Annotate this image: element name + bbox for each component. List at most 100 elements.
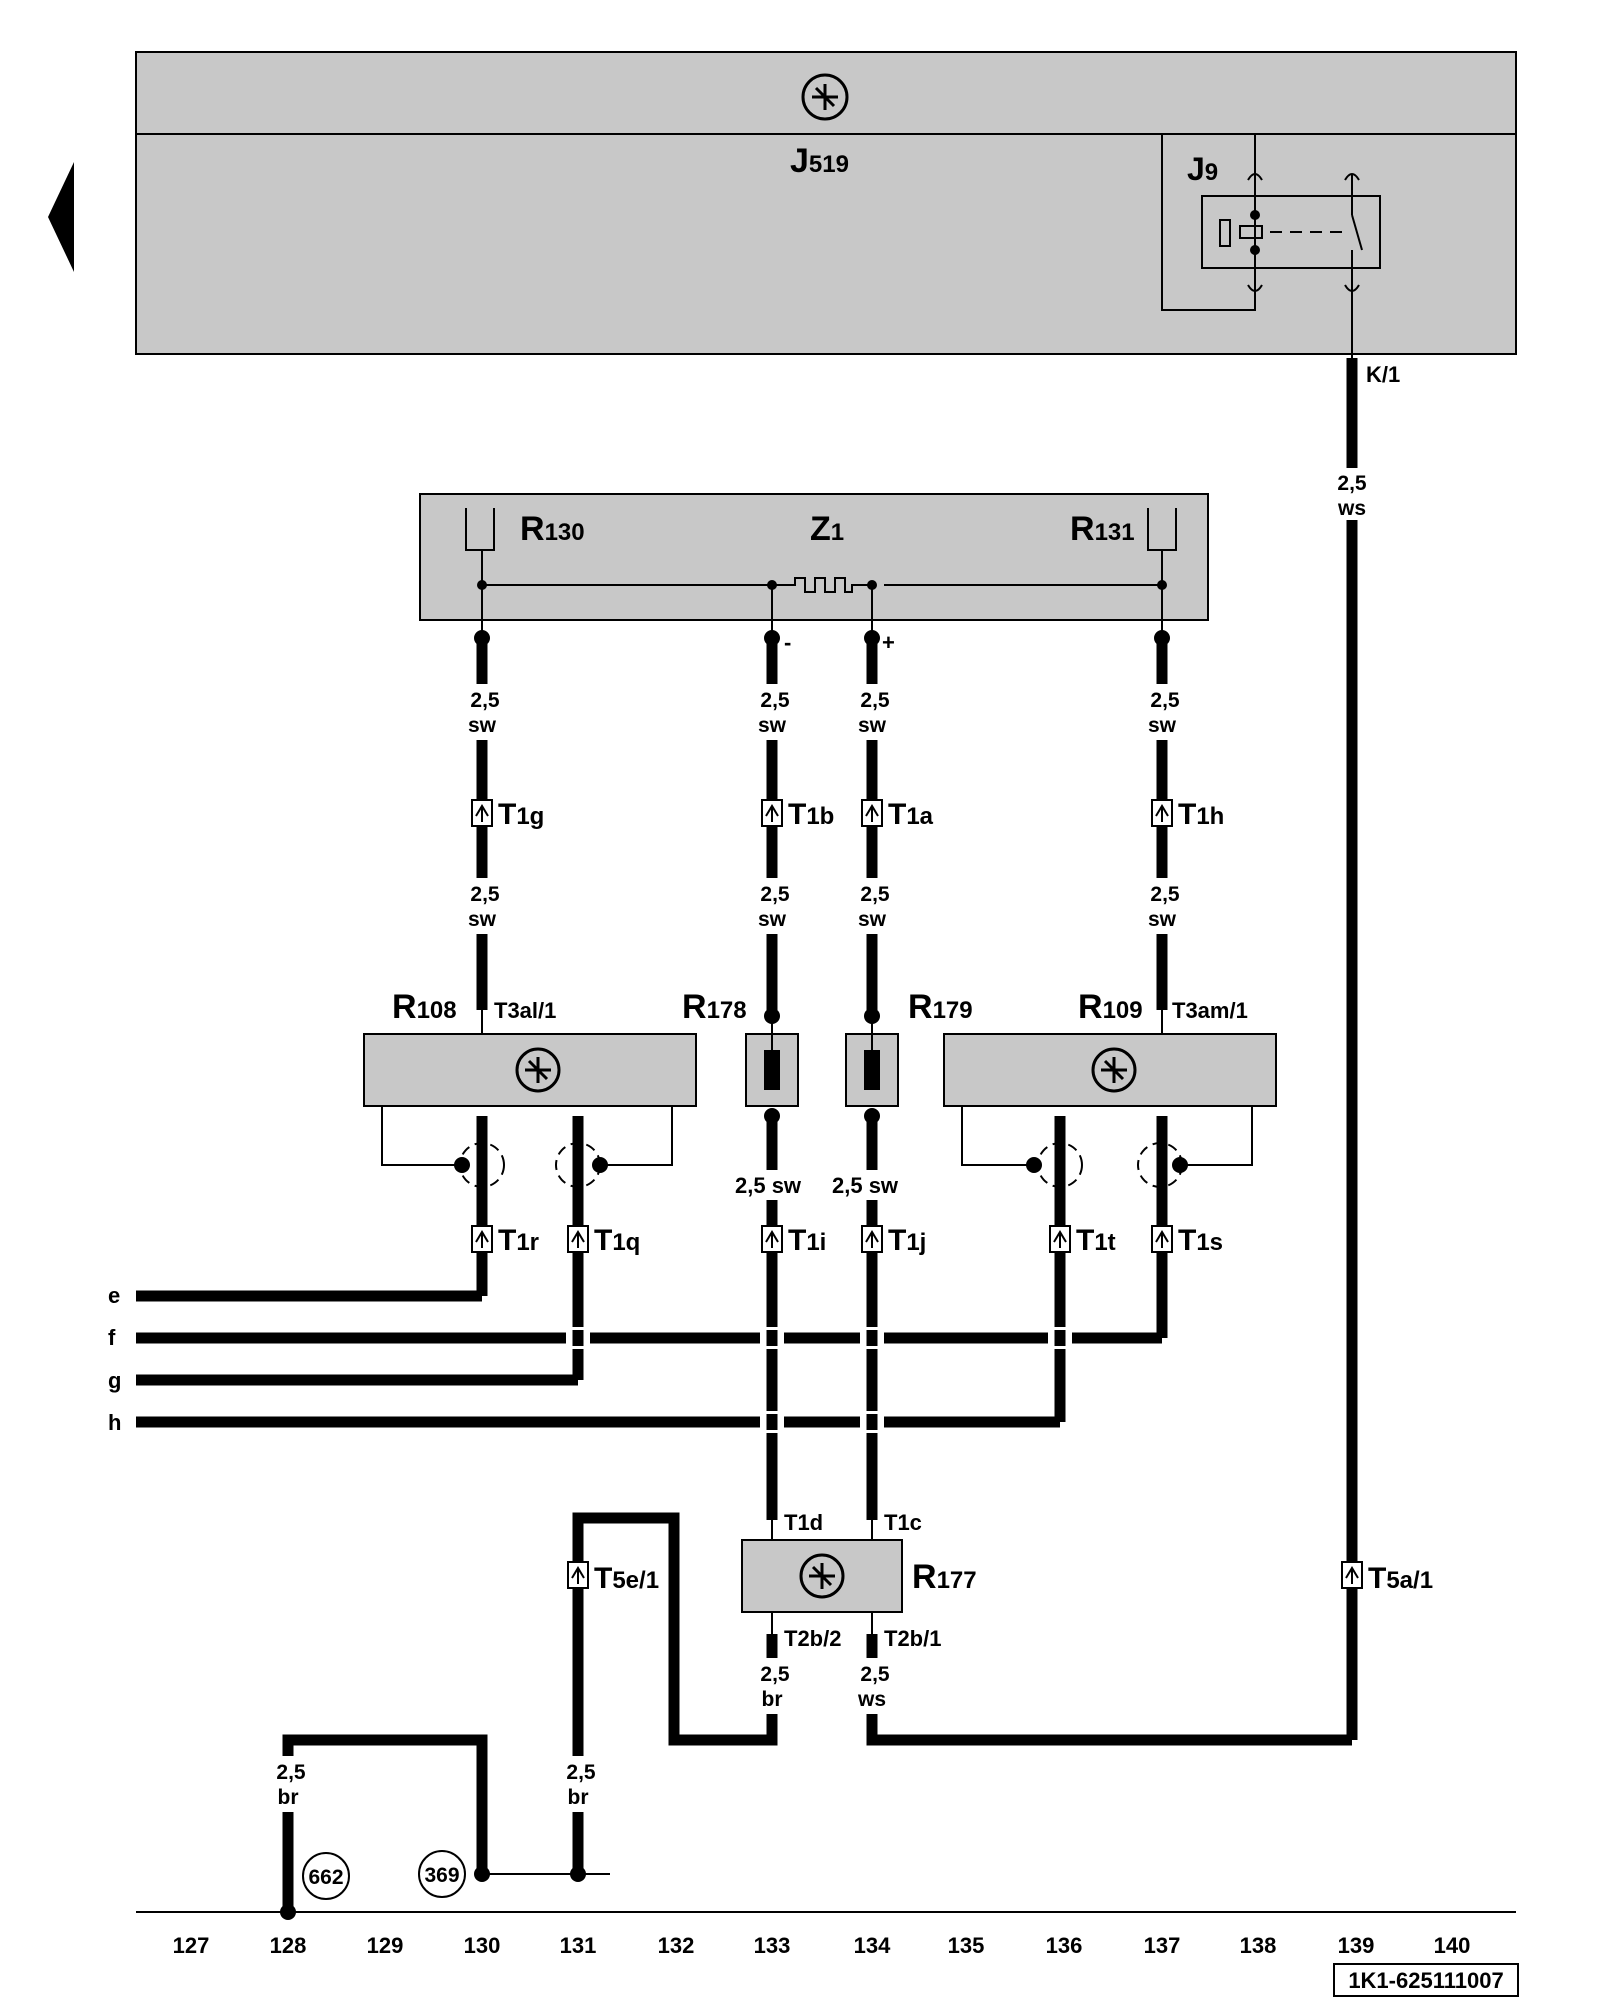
- svg-text:T1s: T1s: [1178, 1224, 1223, 1257]
- label-j519-letter: J: [790, 142, 809, 180]
- pin-minus: -: [784, 630, 791, 655]
- label-j9-num: 9: [1205, 159, 1218, 186]
- svg-text:133: 133: [754, 1933, 791, 1958]
- bus-lines: e f g h: [108, 1283, 1162, 1435]
- svg-text:R177: R177: [912, 1558, 977, 1596]
- svg-text:J519: J519: [790, 142, 849, 180]
- svg-text:Z1: Z1: [810, 510, 844, 548]
- wire-group-lower: [476, 1108, 1168, 1520]
- svg-text:T1j: T1j: [888, 1224, 926, 1257]
- label-r131-num: 131: [1095, 519, 1135, 546]
- svg-text:T5a/1: T5a/1: [1368, 1562, 1433, 1595]
- back-arrow-icon[interactable]: [48, 162, 74, 272]
- connector-t1h-icon: [1151, 799, 1173, 827]
- connector-t1b-icon: [761, 799, 783, 827]
- svg-text:127: 127: [173, 1933, 210, 1958]
- svg-text:sw: sw: [1148, 714, 1177, 737]
- svg-text:2,5: 2,5: [860, 883, 890, 906]
- svg-text:137: 137: [1144, 1933, 1181, 1958]
- sensor-r109: R109 T3am/1: [943, 988, 1277, 1107]
- track-numbers: 127 128 129 130 131 132 133 134 135 136 …: [173, 1933, 1471, 1958]
- svg-text:sw: sw: [858, 714, 887, 737]
- svg-text:br: br: [278, 1786, 299, 1809]
- label-j519-num: 519: [809, 151, 849, 178]
- svg-text:T1a: T1a: [888, 798, 934, 831]
- sensor-r108: R108 T3al/1: [363, 988, 697, 1107]
- svg-text:2,5: 2,5: [470, 883, 500, 906]
- wire-label-r178: 2,5 sw: [735, 1173, 802, 1198]
- doc-code-box: 1K1-625111007: [1333, 1963, 1519, 1997]
- label-z1-num: 1: [831, 519, 844, 546]
- svg-text:2,5: 2,5: [470, 689, 500, 712]
- svg-text:2,5: 2,5: [760, 689, 790, 712]
- svg-text:T1r: T1r: [498, 1224, 539, 1257]
- svg-text:T1i: T1i: [788, 1224, 826, 1257]
- connectors-row1: T1g T1b T1a T1h: [471, 798, 1224, 831]
- svg-text:140: 140: [1434, 1933, 1471, 1958]
- svg-text:sw: sw: [758, 714, 787, 737]
- shield-leads: [381, 1106, 1253, 1188]
- bus-label-h: h: [108, 1410, 121, 1435]
- svg-text:R131: R131: [1070, 510, 1135, 548]
- label-z1-letter: Z: [810, 510, 831, 548]
- svg-text:T1t: T1t: [1076, 1224, 1116, 1257]
- svg-text:J9: J9: [1187, 151, 1218, 187]
- connectors-row3: T5e/1 T5a/1: [567, 1561, 1433, 1595]
- connector-t1a-icon: [861, 799, 883, 827]
- sensor-r177: R177 T1d T1c T2b/2 T2b/1: [741, 1510, 977, 1651]
- svg-text:2,5: 2,5: [760, 1663, 790, 1686]
- svg-text:T5e/1: T5e/1: [594, 1562, 659, 1595]
- svg-text:2,5: 2,5: [760, 883, 790, 906]
- svg-text:R179: R179: [908, 988, 973, 1026]
- svg-text:ws: ws: [857, 1688, 886, 1711]
- svg-text:2,5: 2,5: [1150, 689, 1180, 712]
- wire-color-ws: ws: [1337, 497, 1366, 520]
- pin-k1: K/1: [1366, 362, 1400, 387]
- label-r130-letter: R: [520, 510, 545, 548]
- svg-text:132: 132: [658, 1933, 695, 1958]
- label-r130-num: 130: [545, 519, 585, 546]
- label-j9-letter: J: [1187, 151, 1205, 187]
- relay-j9: J9: [1161, 134, 1381, 311]
- wire-size: 2,5: [1337, 472, 1367, 495]
- svg-text:R130: R130: [520, 510, 585, 548]
- svg-text:sw: sw: [758, 908, 787, 931]
- pin-plus: +: [882, 630, 895, 655]
- label-r131-letter: R: [1070, 510, 1095, 548]
- control-unit-j519: J519 J9: [135, 51, 1517, 355]
- svg-text:R108: R108: [392, 988, 457, 1026]
- bus-label-g: g: [108, 1368, 121, 1393]
- svg-text:sw: sw: [468, 908, 497, 931]
- svg-text:138: 138: [1240, 1933, 1277, 1958]
- svg-text:T1q: T1q: [594, 1224, 640, 1257]
- svg-text:2,5: 2,5: [276, 1761, 306, 1784]
- pin-t2b2: T2b/2: [784, 1626, 841, 1651]
- svg-text:136: 136: [1046, 1933, 1083, 1958]
- svg-text:T1b: T1b: [788, 798, 834, 831]
- ground-ref-662: 662: [308, 1866, 343, 1889]
- pin-t1d: T1d: [784, 1510, 823, 1535]
- pin-t3al1: T3al/1: [494, 998, 556, 1023]
- connector-t1g-icon: [471, 799, 493, 827]
- svg-text:sw: sw: [468, 714, 497, 737]
- pin-t2b1: T2b/1: [884, 1626, 941, 1651]
- svg-text:129: 129: [367, 1933, 404, 1958]
- svg-text:R109: R109: [1078, 988, 1143, 1026]
- pin-t1c: T1c: [884, 1510, 922, 1535]
- sensor-r179: R179: [845, 988, 973, 1107]
- svg-text:130: 130: [464, 1933, 501, 1958]
- sensor-r178: R178: [682, 988, 799, 1107]
- svg-text:2,5: 2,5: [860, 689, 890, 712]
- heater-element-z1: R130 Z1 R131: [419, 493, 1209, 638]
- wire-labels-lower: 2,5 br 2,5 ws 2,5 br 2,5 br: [270, 1658, 890, 1812]
- electronic-module-icon: [801, 73, 849, 121]
- bus-label-f: f: [108, 1325, 116, 1350]
- svg-text:2,5: 2,5: [860, 1663, 890, 1686]
- svg-text:br: br: [568, 1786, 589, 1809]
- svg-text:sw: sw: [858, 908, 887, 931]
- connectors-row2: T1r T1q T1i T1j T1t T1s: [471, 1224, 1223, 1257]
- bus-label-e: e: [108, 1283, 120, 1308]
- svg-text:128: 128: [270, 1933, 307, 1958]
- svg-text:2,5: 2,5: [566, 1761, 596, 1784]
